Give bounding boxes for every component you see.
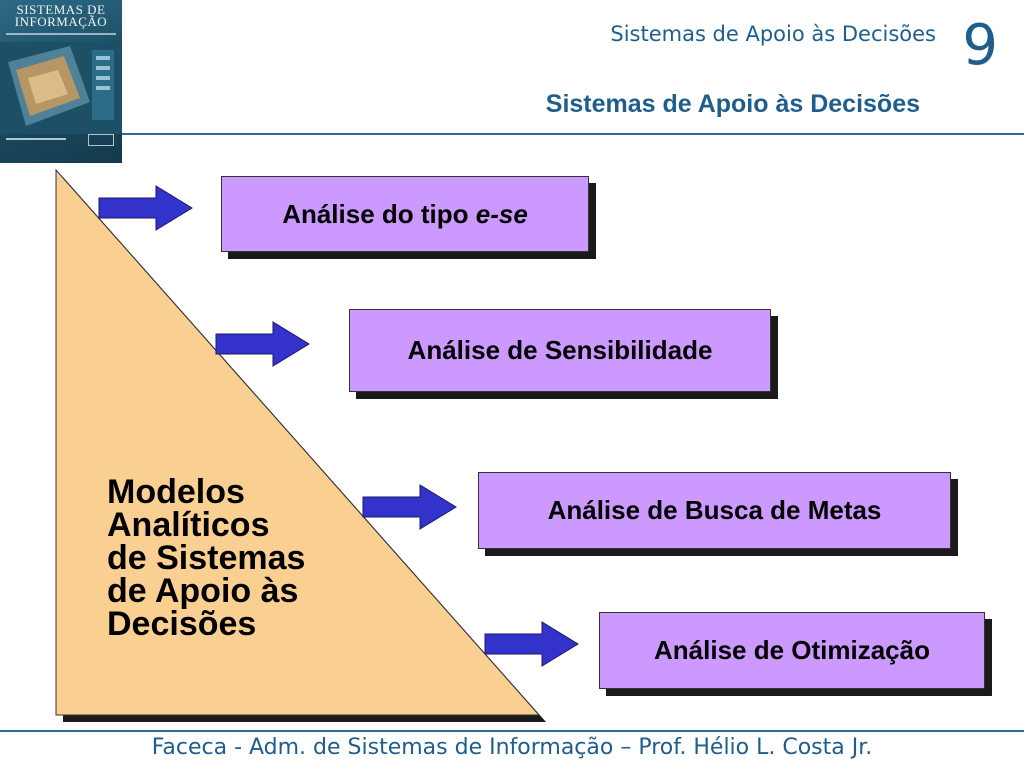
chapter-number: 9 (962, 13, 998, 78)
box-what-if-analysis: Análise do tipo e-se (221, 176, 589, 252)
section-title: Sistemas de Apoio às Decisões (610, 22, 936, 46)
footer-text: Faceca - Adm. de Sistemas de Informação … (151, 735, 873, 760)
book-cover-author-line (6, 138, 66, 140)
box-optimization-analysis: Análise de Otimização (599, 612, 985, 689)
header-divider (122, 133, 1024, 135)
box-goal-seeking-label: Análise de Busca de Metas (547, 495, 882, 525)
box-what-if-label-italic: e-se (475, 198, 528, 229)
book-cover-image: SISTEMAS DE INFORMAÇÃO (0, 0, 122, 163)
box-sensitivity-analysis: Análise de Sensibilidade (349, 309, 771, 392)
box-sensitivity-label: Análise de Sensibilidade (407, 335, 713, 365)
arrow-right-icon (215, 321, 310, 367)
box-goal-seeking-analysis: Análise de Busca de Metas (478, 472, 951, 549)
box-what-if-label-plain: Análise do tipo (282, 198, 476, 229)
box-optimization-label: Análise de Otimização (654, 635, 930, 665)
book-cover-title: SISTEMAS DE INFORMAÇÃO (14, 2, 108, 29)
publisher-logo (88, 134, 114, 146)
arrow-right-icon (362, 484, 457, 530)
book-cover-subtitle-line (6, 33, 116, 35)
book-cover-art (0, 42, 122, 134)
triangle-label: Modelos Analíticos de Sistemas de Apoio … (107, 473, 306, 643)
footer-divider (0, 730, 1024, 732)
slide-title: Sistemas de Apoio às Decisões (545, 90, 920, 118)
arrow-right-icon (484, 621, 579, 667)
arrow-right-icon (98, 185, 193, 231)
